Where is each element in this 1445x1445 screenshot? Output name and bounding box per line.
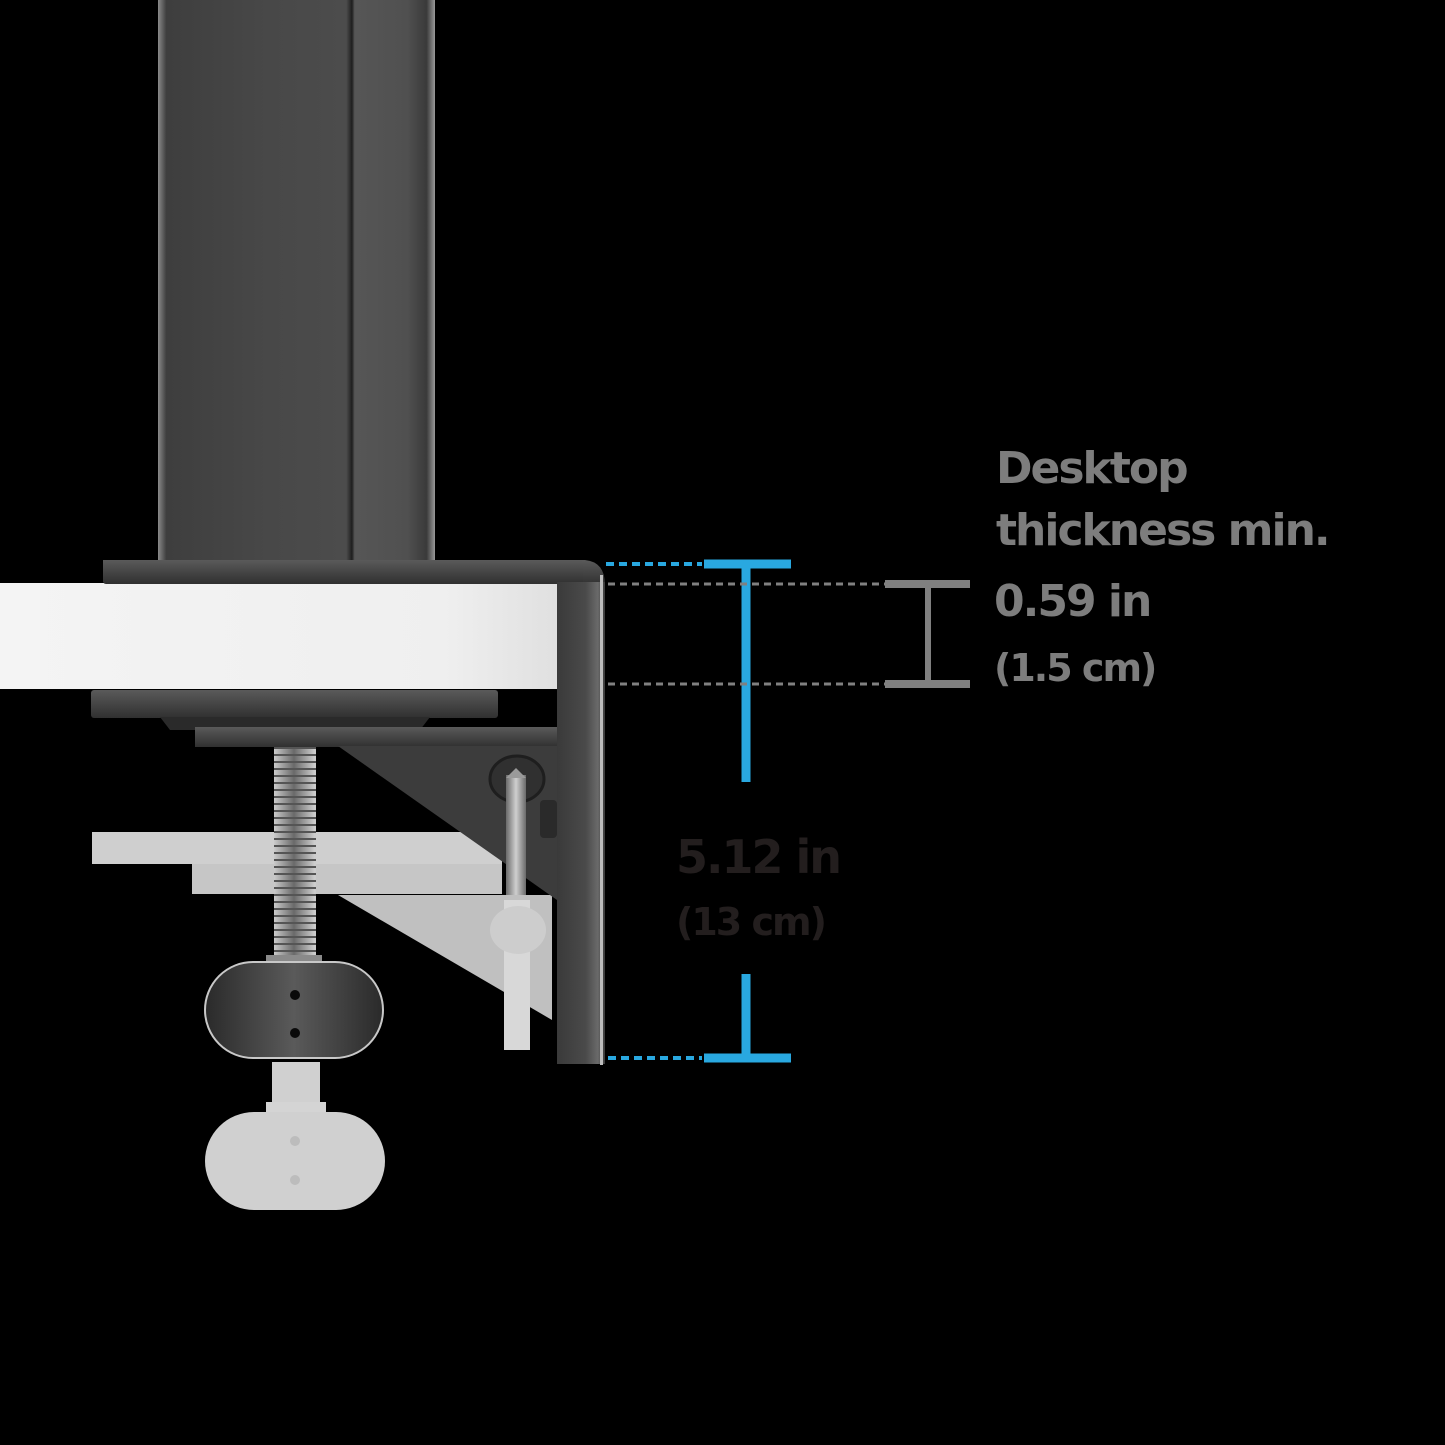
bottom-pressure-pad: [91, 690, 557, 747]
clamp-vertical-arm: [557, 575, 605, 1065]
min-thickness-title-line1: Desktop: [996, 443, 1189, 494]
max-thickness-inches: 5.12 in: [676, 830, 842, 884]
ghost-lower-clamp: [92, 832, 552, 1210]
min-thickness-inches: 0.59 in: [994, 576, 1152, 627]
max-thickness-dimension: [606, 559, 791, 1063]
mount-pole: [158, 0, 435, 562]
max-thickness-cm: (13 cm): [676, 900, 827, 944]
clamp-knob[interactable]: [204, 961, 384, 1059]
min-thickness-cm: (1.5 cm): [994, 646, 1157, 690]
desk-top: [0, 583, 557, 689]
min-thickness-dimension: [608, 580, 970, 688]
min-thickness-title: Desktop thickness min.: [996, 438, 1331, 562]
top-clamp-plate: [103, 560, 605, 585]
clamp-bracket: [338, 746, 557, 900]
min-thickness-title-line2: thickness min.: [996, 505, 1331, 556]
clamp-screw: [266, 747, 322, 965]
